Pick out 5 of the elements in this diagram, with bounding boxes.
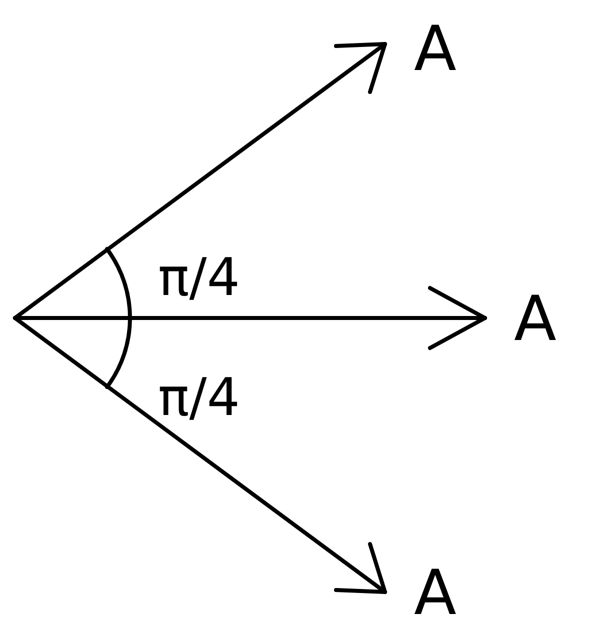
vector-label: A (414, 18, 456, 80)
vector-label: A (514, 288, 556, 350)
vector-label: A (414, 562, 456, 624)
angle-label: π/4 (158, 252, 240, 304)
angle-label: π/4 (158, 372, 240, 424)
